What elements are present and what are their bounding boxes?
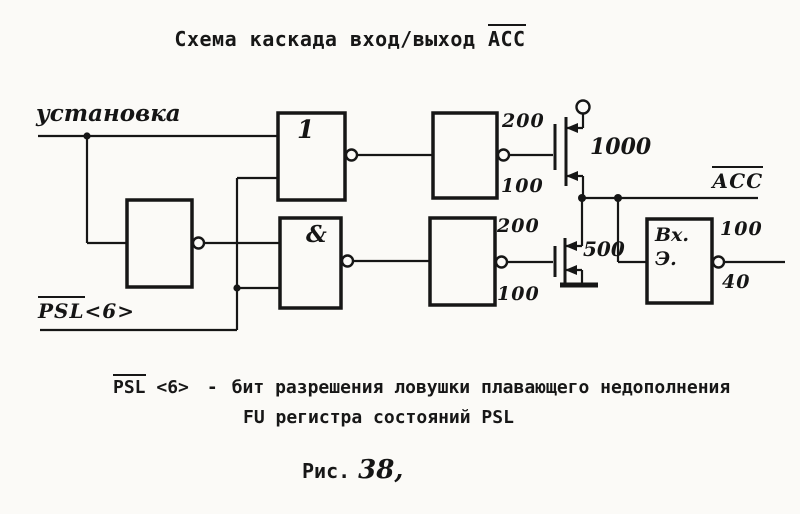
upper-mosfet: [553, 114, 585, 198]
inverter-box: [125, 198, 194, 289]
input-element-text: Вх.Э.: [655, 223, 689, 271]
inversion-bubbles: [191, 99, 726, 269]
bubble-and-out: [340, 254, 355, 268]
input-element-bottom-value: 40: [722, 271, 751, 293]
lower-mosfet-drain-arrow-icon: [565, 241, 577, 251]
buffer1-bottom-value: 100: [501, 175, 544, 197]
buffer1-box: [431, 111, 499, 200]
input-element-line2: Э.: [655, 248, 677, 270]
lower-mosfet-source-arrow-icon: [565, 265, 577, 275]
bubble-input-element-out: [711, 255, 726, 269]
input-element-line1: Вх.: [655, 224, 690, 246]
buffer2-top-value: 200: [497, 215, 540, 237]
page-title: Схема каскада вход/выход АСС: [0, 24, 700, 51]
buffer2-box: [428, 216, 497, 307]
caption-line1: PSL <6>-бит разрешения ловушки плавающег…: [113, 374, 731, 398]
bubble-buf2-out: [494, 255, 509, 269]
buffer2-bottom-value: 100: [497, 283, 540, 305]
bubble-or-out: [344, 148, 359, 162]
and-gate-label: &: [306, 221, 327, 248]
figure-number: 38,: [358, 455, 404, 485]
page-title-text: Схема каскада вход/выход: [174, 27, 488, 51]
acc-output-label: АСС: [712, 166, 764, 193]
upper-mosfet-source-arrow-icon: [566, 171, 578, 181]
page-title-overlined: АСС: [487, 24, 526, 51]
caption-term-overlined: PSL: [113, 374, 146, 398]
wires: [38, 134, 785, 332]
label-psl6: PSL<6>: [38, 296, 135, 323]
upper-mosfet-drain-arrow-icon: [566, 123, 578, 133]
junction-dot: [578, 194, 586, 202]
or-gate-label: 1: [297, 115, 315, 144]
lower-transistor-value: 500: [583, 237, 625, 261]
caption-term-rest: <6>: [145, 377, 189, 398]
junction-dot: [233, 284, 241, 292]
label-psl6-rest: <6>: [84, 299, 135, 323]
caption-line1-text: бит разрешения ловушки плавающего недопо…: [231, 377, 731, 398]
supply-terminal-circle: [575, 99, 591, 115]
label-ustanovka: установка: [36, 100, 181, 127]
junction-dot: [614, 194, 622, 202]
junction-dots: [83, 132, 622, 292]
bubble-buf1-out: [496, 148, 511, 162]
input-element-top-value: 100: [720, 218, 763, 240]
caption-dash: -: [206, 377, 218, 398]
and-gate-box: [278, 216, 343, 310]
caption-line2: FU регистра состояний PSL: [243, 407, 514, 428]
bubble-inverter-out: [191, 236, 206, 250]
figure-prefix: Рис.: [302, 459, 351, 483]
figure-caption: Рис. 38,: [302, 455, 403, 485]
upper-transistor-value: 1000: [590, 134, 652, 160]
label-psl6-overlined: PSL: [38, 296, 85, 323]
buffer1-top-value: 200: [502, 110, 545, 132]
acc-output-label-overlined: АСС: [712, 166, 764, 193]
lower-mosfet: [553, 198, 598, 288]
junction-dot: [83, 132, 91, 140]
